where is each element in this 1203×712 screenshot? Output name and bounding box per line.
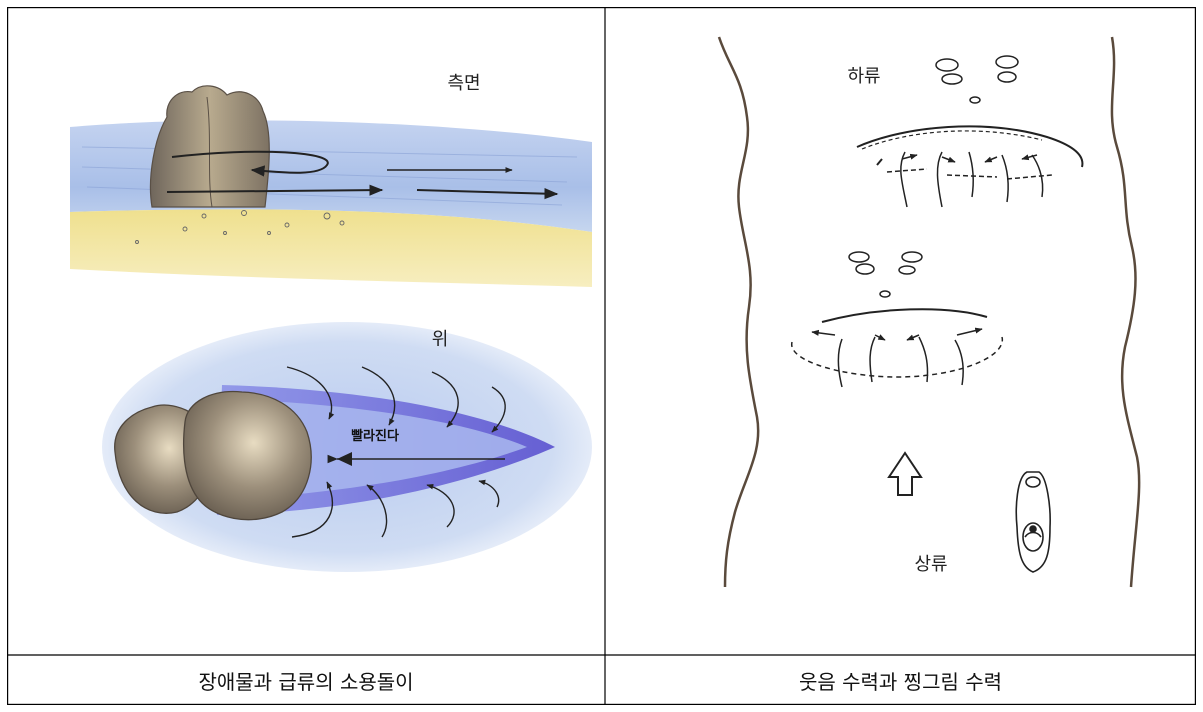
side-view-illustration [70, 85, 592, 287]
kayak-icon [1015, 471, 1051, 573]
converging-flow-arrows [286, 366, 506, 538]
smile-hydraulic [856, 55, 1084, 208]
sand-pebbles [135, 210, 345, 244]
left-caption: 장애물과 급류의 소용돌이 [198, 669, 414, 694]
right-bank [1110, 36, 1141, 588]
rock-top-view-front [183, 390, 312, 521]
figure-canvas: 측면 위 빨라진다 [7, 7, 1196, 705]
frown-hydraulic [791, 251, 1003, 388]
river-bed-sand [70, 209, 592, 287]
side-view-label: 측면 [447, 73, 480, 94]
left-bank [717, 36, 760, 588]
upstream-arrow-icon [887, 451, 923, 496]
top-view-illustration [102, 322, 592, 572]
top-view-label: 위 [432, 329, 449, 350]
speed-label: 빨라진다 [351, 428, 399, 444]
river-banks [717, 36, 1141, 588]
downstream-label: 하류 [847, 66, 880, 87]
figure-table: 측면 위 빨라진다 [7, 7, 1196, 705]
right-caption: 웃음 수력과 찡그림 수력 [798, 669, 1003, 694]
table-borders [7, 7, 1196, 705]
upstream-label: 상류 [914, 554, 947, 575]
